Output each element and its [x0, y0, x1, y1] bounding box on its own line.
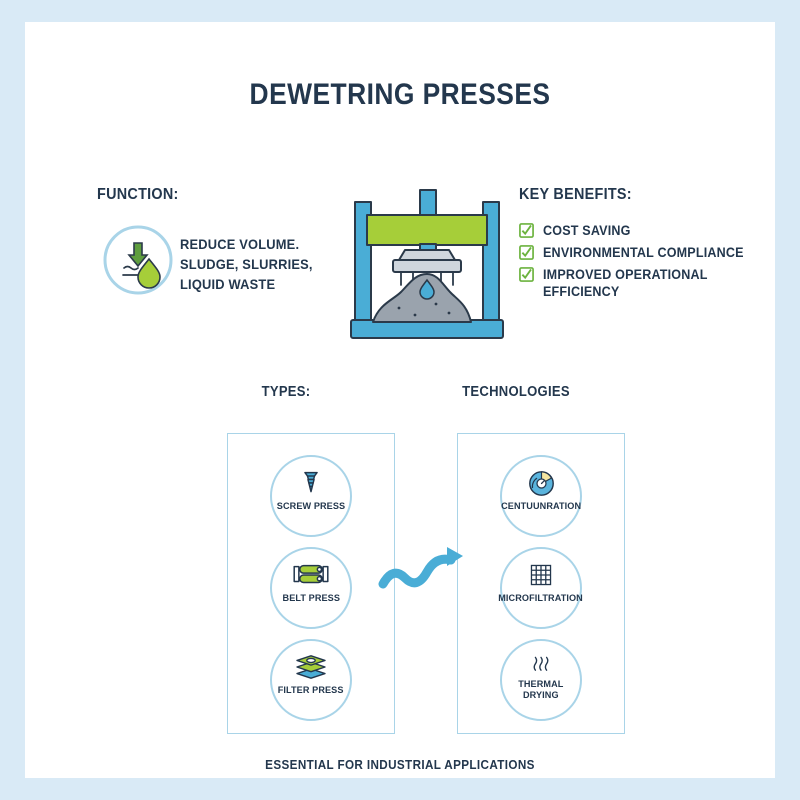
benefit-label: ENVIRONMENTAL COMPLIANCE [543, 245, 744, 260]
technologies-panel [457, 433, 625, 734]
wavy-arrow-right-icon [377, 540, 477, 602]
technology-node-thermal-drying[interactable]: THERMAL DRYING [500, 639, 582, 721]
type-node-filter-press[interactable]: FILTER PRESS [270, 639, 352, 721]
types-panel [227, 433, 395, 734]
function-line-1: REDUCE VOLUME. [180, 236, 300, 252]
technology-label: THERMAL DRYING [518, 679, 564, 701]
heat-waves-icon [529, 650, 553, 676]
infographic-card: DEWETRING PRESSES FUNCTION: REDUCE VOLU [25, 22, 775, 778]
stacked-plates-icon [294, 652, 328, 682]
benefits-heading: KEY BENEFITS: [519, 186, 632, 203]
technology-label: MICROFILTRATION [498, 593, 584, 604]
rollers-icon [292, 560, 330, 590]
benefit-item: COST SAVING [519, 222, 769, 239]
type-label: SCREW PRESS [276, 501, 346, 512]
checkbox-checked-icon [519, 267, 534, 282]
centrifuge-disc-icon [528, 468, 555, 498]
water-drop-reduce-icon [103, 225, 173, 295]
function-line-2: SLUDGE, SLURRIES, [180, 256, 313, 272]
technology-node-microfiltration[interactable]: MICROFILTRATION [498, 547, 584, 629]
technology-label: CENTUUNRATION [500, 501, 582, 512]
function-description: REDUCE VOLUME. SLUDGE, SLURRIES, LIQUID … [180, 234, 336, 294]
benefit-label: IMPROVED OPERATIONAL EFFICIENCY [543, 267, 708, 299]
type-label: BELT PRESS [282, 593, 340, 604]
type-node-belt-press[interactable]: BELT PRESS [270, 547, 352, 629]
mesh-grid-icon [528, 560, 554, 590]
type-node-screw-press[interactable]: SCREW PRESS [270, 455, 352, 537]
benefit-item: ENVIRONMENTAL COMPLIANCE [519, 244, 769, 261]
technologies-heading: TECHNOLOGIES [462, 384, 570, 400]
function-line-3: LIQUID WASTE [180, 276, 276, 292]
benefits-list: COST SAVING ENVIRONMENTAL COMPLIANCE [519, 222, 769, 305]
checkbox-checked-icon [519, 245, 534, 260]
screw-icon [298, 468, 324, 498]
technology-node-centrifugation[interactable]: CENTUUNRATION [500, 455, 582, 537]
page-title: DEWETRING PRESSES [249, 78, 551, 111]
checkbox-checked-icon [519, 223, 534, 238]
types-heading: TYPES: [261, 384, 311, 400]
footer-text: ESSENTIAL FOR INDUSTRIAL APPLICATIONS [265, 757, 535, 772]
benefit-label: COST SAVING [543, 223, 631, 238]
type-label: FILTER PRESS [278, 685, 344, 696]
benefit-item: IMPROVED OPERATIONAL EFFICIENCY [519, 266, 769, 300]
function-heading: FUNCTION: [97, 186, 179, 203]
hydraulic-press-illustration [337, 182, 517, 354]
